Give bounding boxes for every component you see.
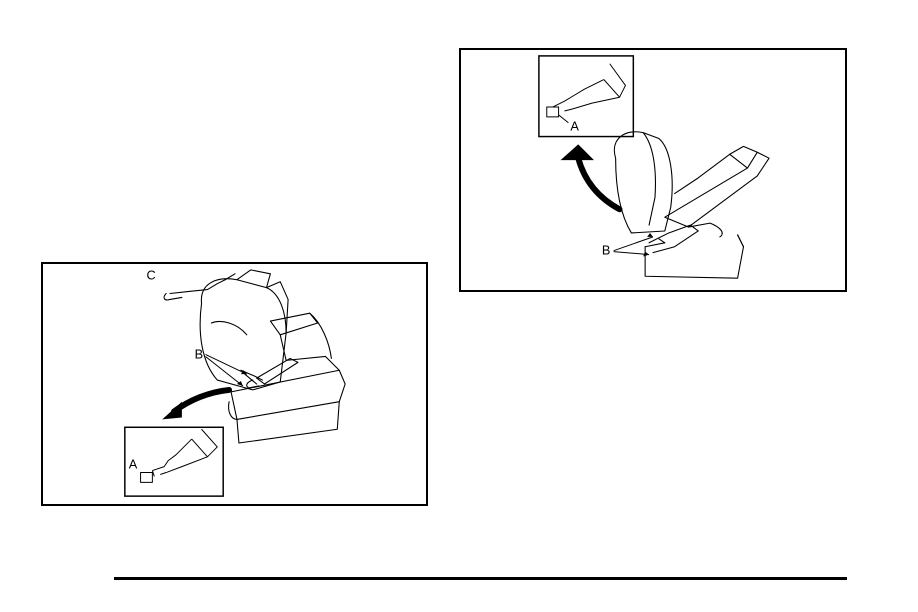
- callout-label-c: C: [146, 268, 155, 283]
- inset-callout-label-a: A: [570, 119, 579, 134]
- figure-seat-lower-tether-right: A B: [459, 48, 847, 292]
- seat-illustration-left: C B A: [43, 264, 426, 504]
- seat-illustration-right: A B: [461, 50, 845, 290]
- callout-label-b: B: [602, 243, 611, 258]
- inset-callout-label-a: A: [129, 457, 138, 472]
- footer-rule: [114, 577, 847, 580]
- callout-label-b: B: [195, 346, 204, 361]
- figure-seat-lower-tether-left: C B A: [41, 262, 428, 506]
